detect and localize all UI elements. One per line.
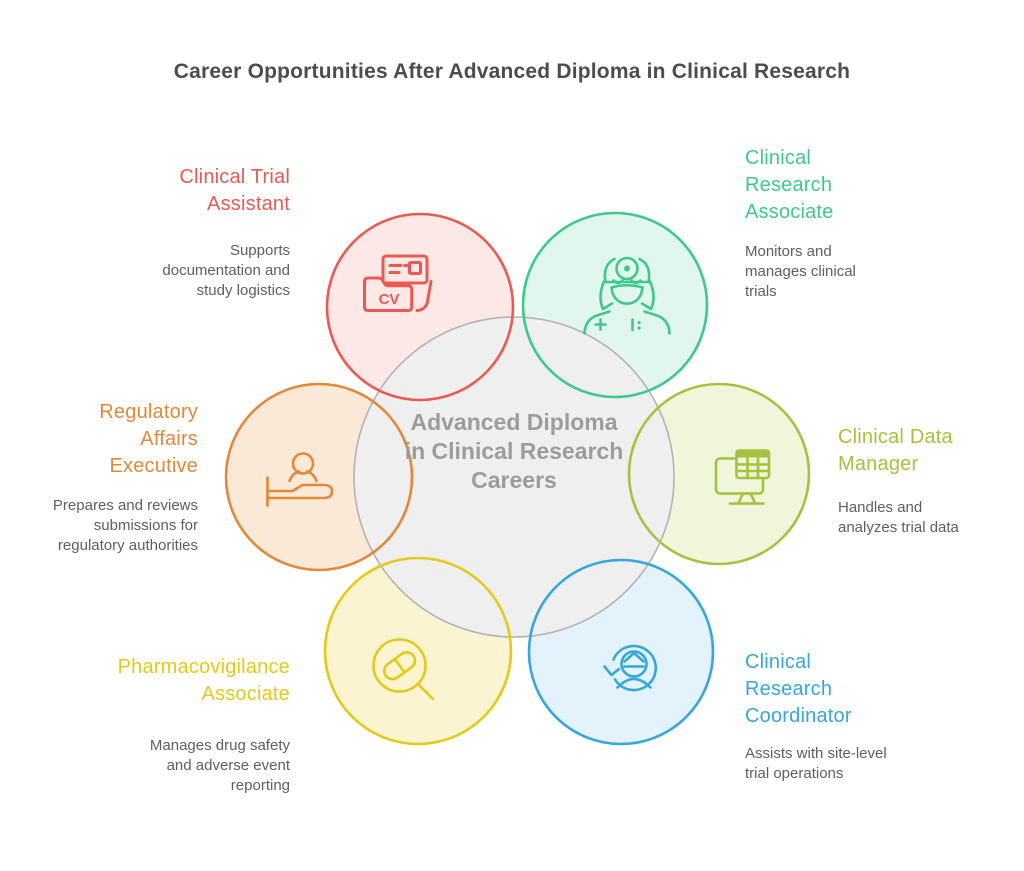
cv-folder-icon: CV (363, 254, 433, 312)
chest-dot-2 (637, 326, 641, 330)
magnifier-handle (417, 683, 435, 701)
doctor-icon (583, 256, 671, 335)
clinical-data-manager-circle-outline (627, 382, 811, 566)
role-heading-regulatory-affairs-executive: Regulatory Affairs Executive (99, 401, 198, 477)
person-head (291, 452, 315, 475)
clinical-research-associate-circle-outline (521, 211, 709, 399)
center-circle-group (353, 316, 675, 638)
center-label: Advanced Diploma in Clinical Research Ca… (404, 409, 624, 493)
spreadsheet-grid (735, 456, 771, 480)
pill-divider (393, 657, 406, 674)
cv-label: CV (379, 291, 400, 308)
pill-magnifier-icon (372, 638, 435, 701)
cv-page-flip (415, 280, 433, 312)
circle-outlines (224, 211, 811, 746)
clinical-research-coordinator-circle-outline (527, 558, 715, 746)
role-heading-clinical-data-manager: Clinical Data Manager (838, 426, 953, 475)
role-description-regulatory-affairs-executive: Prepares and reviews submissions for reg… (52, 497, 198, 554)
hair-flaps (599, 280, 655, 311)
chest-dot-1 (637, 320, 641, 325)
role-heading-clinical-trial-assistant: Clinical Trial Assistant (179, 166, 290, 215)
monitor-stand (737, 492, 757, 505)
person-shoulders (616, 677, 652, 689)
shoulders (583, 310, 671, 335)
person-cycle-icon (603, 644, 658, 692)
head-mirror (615, 256, 639, 281)
cycle-arrow-head (603, 665, 621, 677)
center-circle (353, 316, 675, 638)
person-shoulders (288, 470, 318, 483)
role-description-clinical-research-associate: Monitors and manages clinical trials (745, 243, 856, 300)
cap-outline (603, 257, 651, 284)
clinical-trial-assistant-circle-outline (325, 212, 515, 402)
person-cap (623, 651, 645, 663)
spreadsheet-header (736, 450, 769, 458)
data-monitor-icon (714, 449, 771, 505)
clinical-data-manager-circle-fill (629, 384, 809, 564)
role-description-clinical-data-manager: Handles and analyzes trial data (838, 499, 959, 536)
pill-capsule (383, 651, 417, 681)
cv-card-lines (388, 264, 410, 274)
role-heading-clinical-research-associate: Clinical Research Associate (745, 147, 834, 223)
magnifier-lens (372, 638, 427, 693)
head-mirror-dot (624, 265, 630, 272)
page-title: Career Opportunities After Advanced Dipl… (173, 60, 851, 83)
role-heading-pharmacovigilance-associate: Pharmacovigilance Associate (117, 656, 290, 705)
cv-card (381, 254, 429, 285)
regulatory-affairs-executive-circle-outline (224, 382, 414, 572)
patient-bed-icon (266, 452, 334, 507)
chest-cross (594, 318, 607, 331)
face-mask (610, 283, 644, 306)
role-heading-clinical-research-coordinator: Clinical Research Coordinator (745, 651, 852, 727)
role-description-clinical-research-coordinator: Assists with site-level trial operations (745, 745, 887, 782)
cycle-arrow-arc (612, 644, 658, 692)
cv-folder (363, 276, 414, 312)
bed-mattress (266, 483, 334, 500)
role-description-pharmacovigilance-associate: Manages drug safety and adverse event re… (149, 737, 290, 794)
pharmacovigilance-associate-circle-outline (323, 556, 513, 746)
role-description-clinical-trial-assistant: Supports documentation and study logisti… (162, 242, 290, 299)
closed-eyes (612, 279, 642, 285)
cv-card-photo (408, 261, 422, 275)
person-head (620, 650, 648, 678)
